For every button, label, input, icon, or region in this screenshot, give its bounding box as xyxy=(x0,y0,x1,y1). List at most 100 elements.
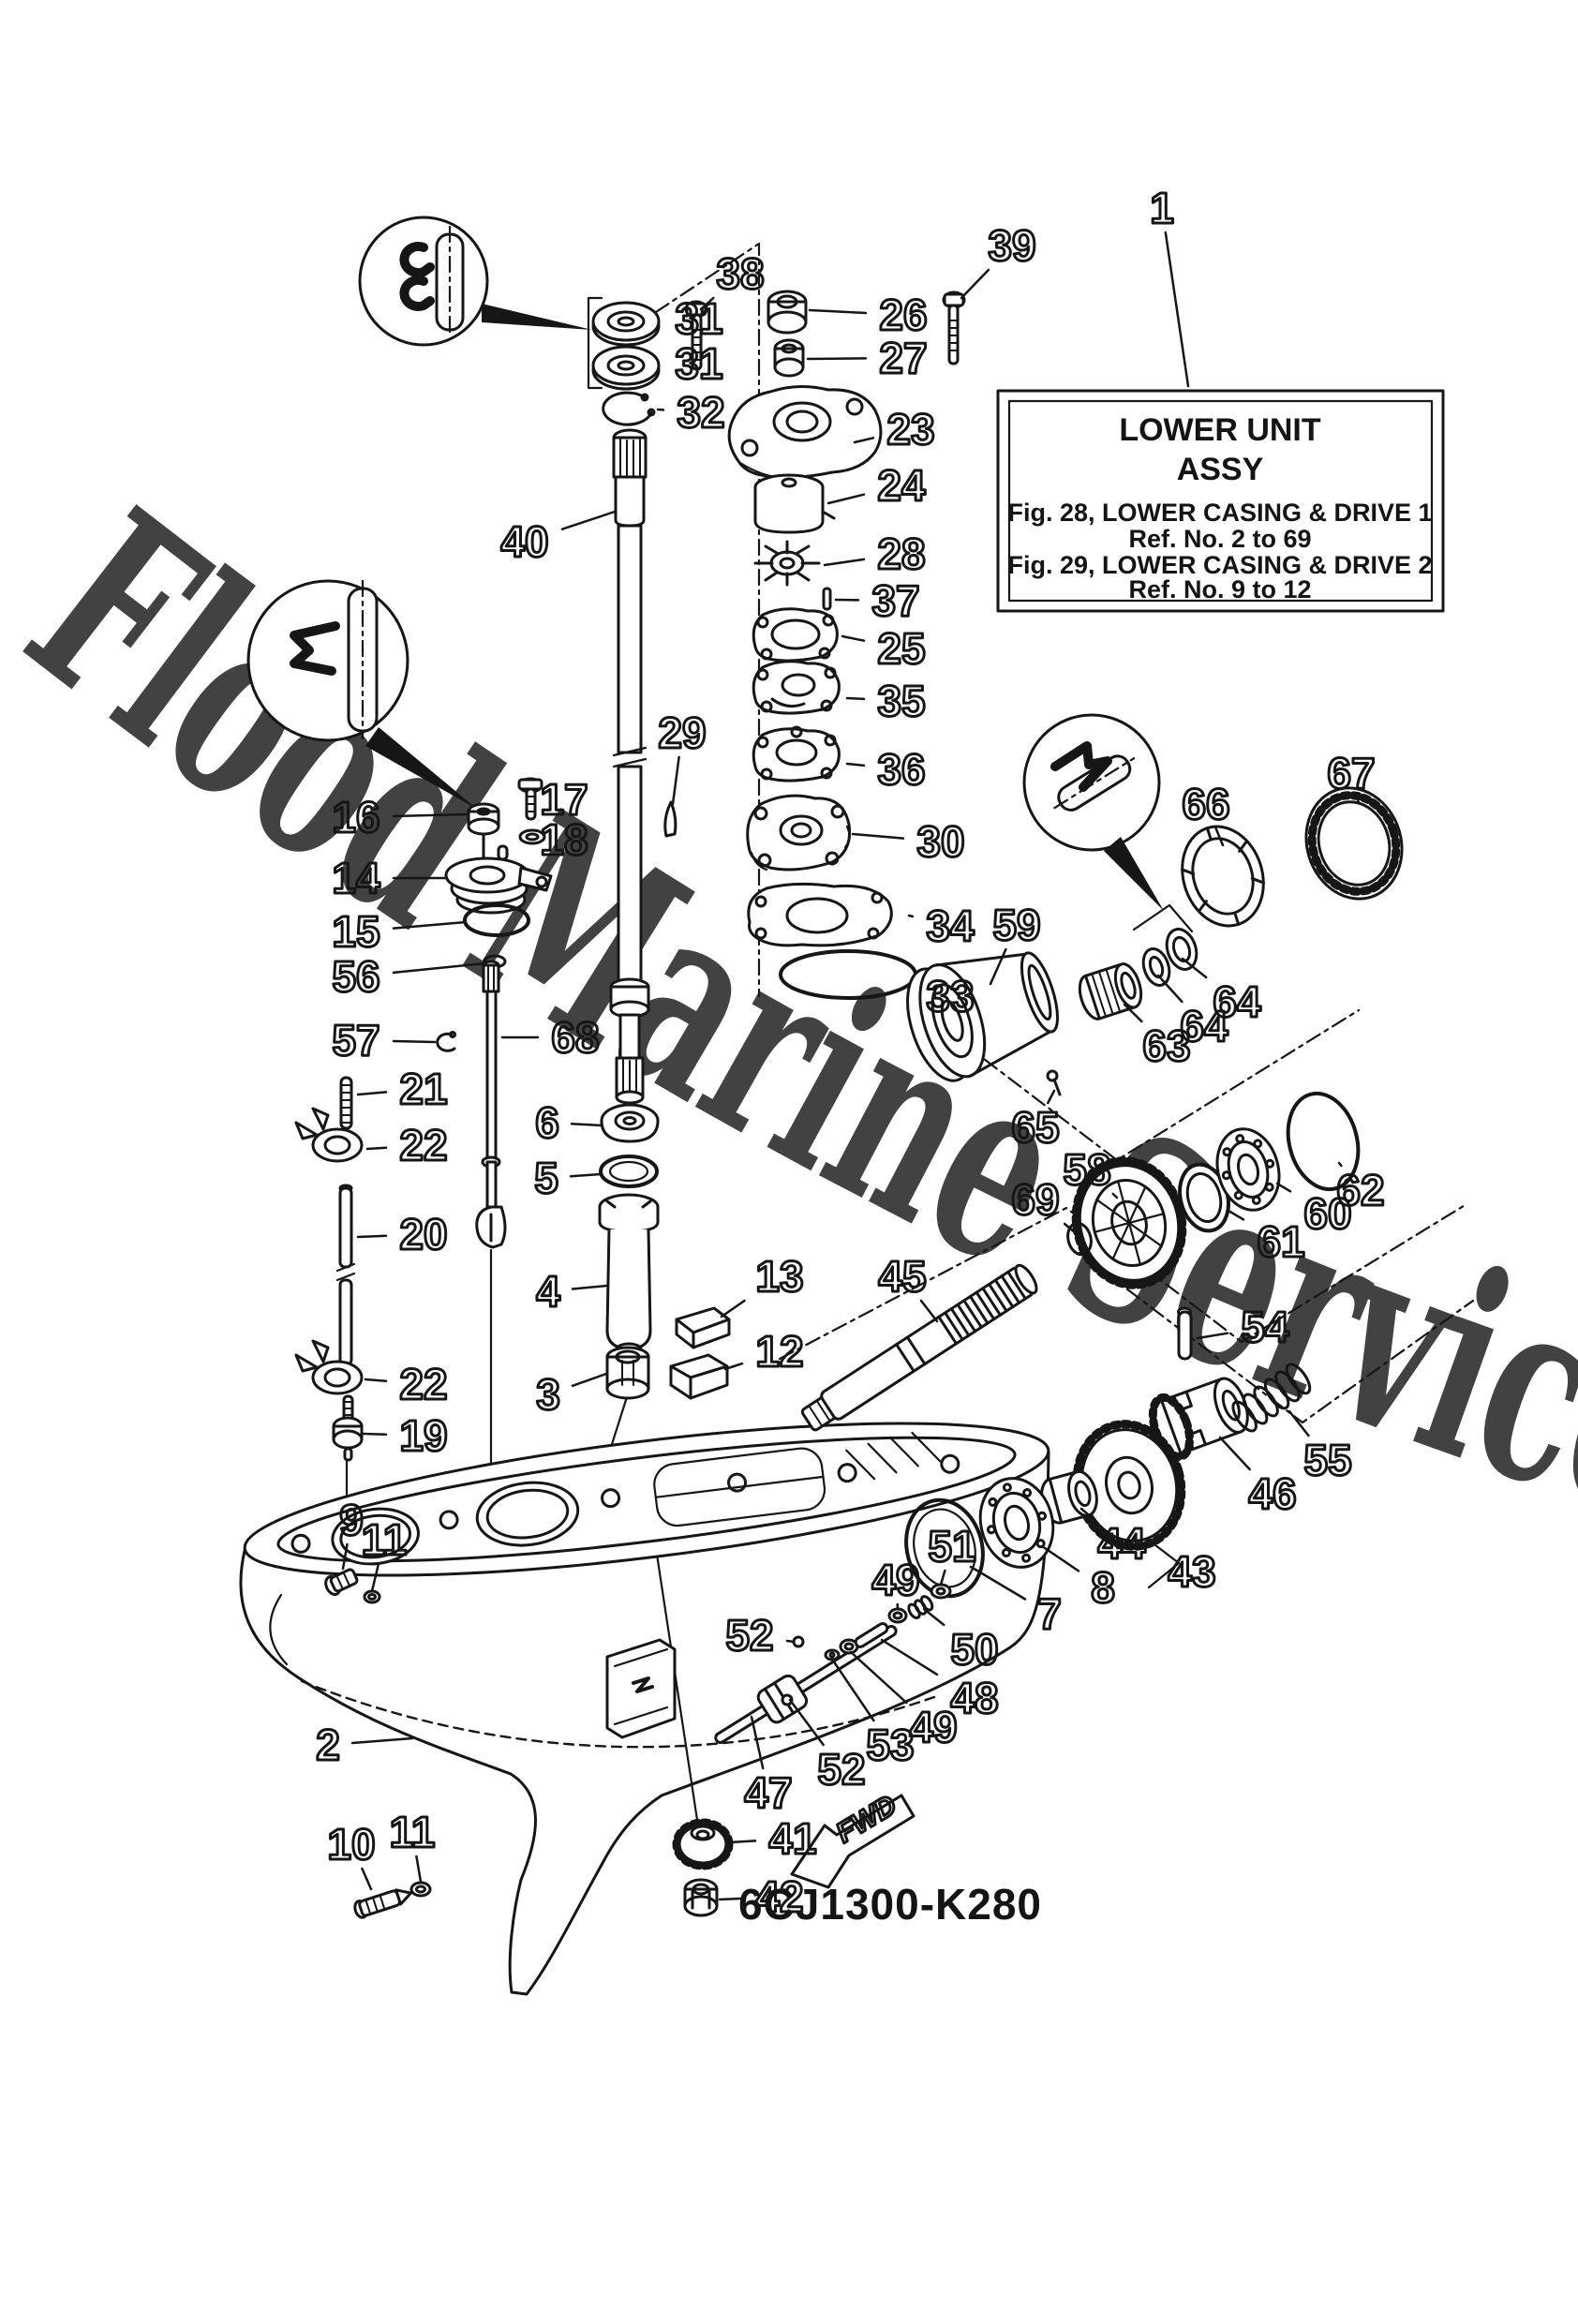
part-36-gasket xyxy=(752,725,841,782)
callout-label-53: 53 xyxy=(866,1721,914,1769)
callout-label-16: 16 xyxy=(332,793,380,842)
callout-label-64: 64 xyxy=(1213,977,1261,1026)
callout-label-21: 21 xyxy=(399,1065,447,1113)
part-49-washer-lower xyxy=(839,1638,859,1655)
leader-line-29 xyxy=(671,755,680,806)
callout-label-6: 6 xyxy=(535,1098,559,1147)
part-5-washer xyxy=(599,1155,659,1188)
leader-line-19 xyxy=(362,1432,388,1437)
leader-line-41 xyxy=(728,1840,757,1844)
leader-line-4 xyxy=(571,1284,609,1290)
callout-label-31: 31 xyxy=(675,294,722,343)
callout-label-32: 32 xyxy=(677,388,724,437)
callout-label-67: 67 xyxy=(1327,749,1375,797)
inset-detail-seal-clip-3 xyxy=(1022,713,1164,911)
callout-label-39: 39 xyxy=(988,221,1035,270)
part-28-impeller xyxy=(753,540,821,587)
leader-line-30 xyxy=(851,832,905,840)
part-68-shift-rod xyxy=(475,960,507,1249)
callout-label-29: 29 xyxy=(658,708,706,757)
part-55-spring xyxy=(1231,1363,1312,1433)
leader-line-62 xyxy=(1337,1161,1343,1168)
callout-label-49: 49 xyxy=(871,1556,919,1604)
part-53-washer xyxy=(824,1648,841,1661)
part-52-pin-lower xyxy=(781,1693,794,1706)
callout-label-8: 8 xyxy=(1091,1563,1115,1612)
leader-line-57 xyxy=(392,1039,437,1044)
callout-label-41: 41 xyxy=(768,1814,816,1863)
leader-line-64 xyxy=(1181,957,1208,979)
leader-line-28 xyxy=(823,558,866,567)
part-39-bolt xyxy=(942,290,966,365)
callout-label-57: 57 xyxy=(332,1016,380,1065)
part-57-clip xyxy=(436,1031,456,1052)
callout-label-46: 46 xyxy=(1248,1469,1296,1518)
part-13-key xyxy=(675,1306,731,1349)
part-10-screw xyxy=(353,1888,412,1919)
leader-line-46 xyxy=(1218,1436,1251,1471)
callout-label-54: 54 xyxy=(1241,1303,1289,1351)
callout-label-52: 52 xyxy=(817,1745,865,1794)
part-16-bushing xyxy=(467,802,500,864)
callout-label-20: 20 xyxy=(399,1210,447,1259)
info-box-ref1: Ref. No. 2 to 69 xyxy=(1128,525,1311,553)
leader-line-3 xyxy=(571,1372,608,1388)
part-49-washer-upper xyxy=(887,1607,908,1624)
callout-label-34: 34 xyxy=(926,901,975,950)
part-65-screw xyxy=(1046,1069,1062,1096)
leader-line-6 xyxy=(570,1123,603,1127)
info-box-title-2: ASSY xyxy=(1177,452,1264,487)
part-30-pump-base-housing xyxy=(746,794,852,872)
part-45-propeller-shaft xyxy=(800,1263,1038,1432)
leader-line-53 xyxy=(831,1659,875,1722)
callout-label-22: 22 xyxy=(399,1360,447,1408)
leader-line-7 xyxy=(969,1565,1027,1601)
callout-label-5: 5 xyxy=(534,1154,558,1202)
leader-line-45 xyxy=(919,1299,939,1323)
leader-line-16 xyxy=(392,812,469,818)
callout-label-19: 19 xyxy=(399,1411,447,1460)
leader-line-35 xyxy=(845,696,866,701)
leader-line-8 xyxy=(1040,1544,1080,1572)
callout-label-56: 56 xyxy=(332,952,380,1001)
part-25-gasket xyxy=(752,607,839,663)
leader-line-12 xyxy=(723,1362,744,1371)
leader-line-22 xyxy=(364,1378,388,1383)
part-14-shift-cam-assembly xyxy=(444,844,553,915)
callout-label-15: 15 xyxy=(332,907,380,956)
leader-line-24 xyxy=(826,493,866,505)
part-15-o-ring xyxy=(463,903,530,937)
callout-label-47: 47 xyxy=(744,1768,792,1817)
leader-line-15 xyxy=(392,920,468,930)
callout-label-68: 68 xyxy=(551,1013,599,1062)
callout-label-7: 7 xyxy=(1037,1589,1062,1638)
part-44-bushing xyxy=(1040,1469,1098,1525)
callout-label-45: 45 xyxy=(878,1252,926,1301)
callout-label-66: 66 xyxy=(1182,780,1229,828)
leader-line-21 xyxy=(356,1091,388,1096)
leader-line-13 xyxy=(720,1299,746,1318)
info-box-fig1: Fig. 28, LOWER CASING & DRIVE 1 xyxy=(1007,499,1432,527)
callout-label-69: 69 xyxy=(1011,1175,1059,1224)
callout-label-62: 62 xyxy=(1336,1166,1384,1214)
callout-label-36: 36 xyxy=(877,745,925,794)
leader-line-52 xyxy=(788,1698,825,1747)
part-12-retainer xyxy=(669,1353,729,1400)
part-6-bearing xyxy=(600,1103,660,1143)
part-64-washer-inner xyxy=(1141,947,1171,987)
leader-line-47 xyxy=(750,1715,765,1770)
leader-line-36 xyxy=(845,762,866,767)
part-52-pin-upper xyxy=(792,1635,805,1648)
leader-line-40 xyxy=(560,510,617,530)
callout-label-65: 65 xyxy=(1011,1103,1059,1152)
leader-line-48 xyxy=(880,1638,939,1676)
part-60-ball-bearing xyxy=(1215,1127,1281,1212)
part-7-seal-ring xyxy=(904,1497,985,1599)
part-35-plate xyxy=(752,660,841,715)
leader-line-56 xyxy=(392,961,487,975)
callout-label-51: 51 xyxy=(928,1522,975,1571)
callout-label-49: 49 xyxy=(909,1703,957,1751)
callout-label-37: 37 xyxy=(871,576,919,625)
leader-line-59 xyxy=(989,947,1007,986)
part-67-ring-nut xyxy=(1304,786,1404,901)
